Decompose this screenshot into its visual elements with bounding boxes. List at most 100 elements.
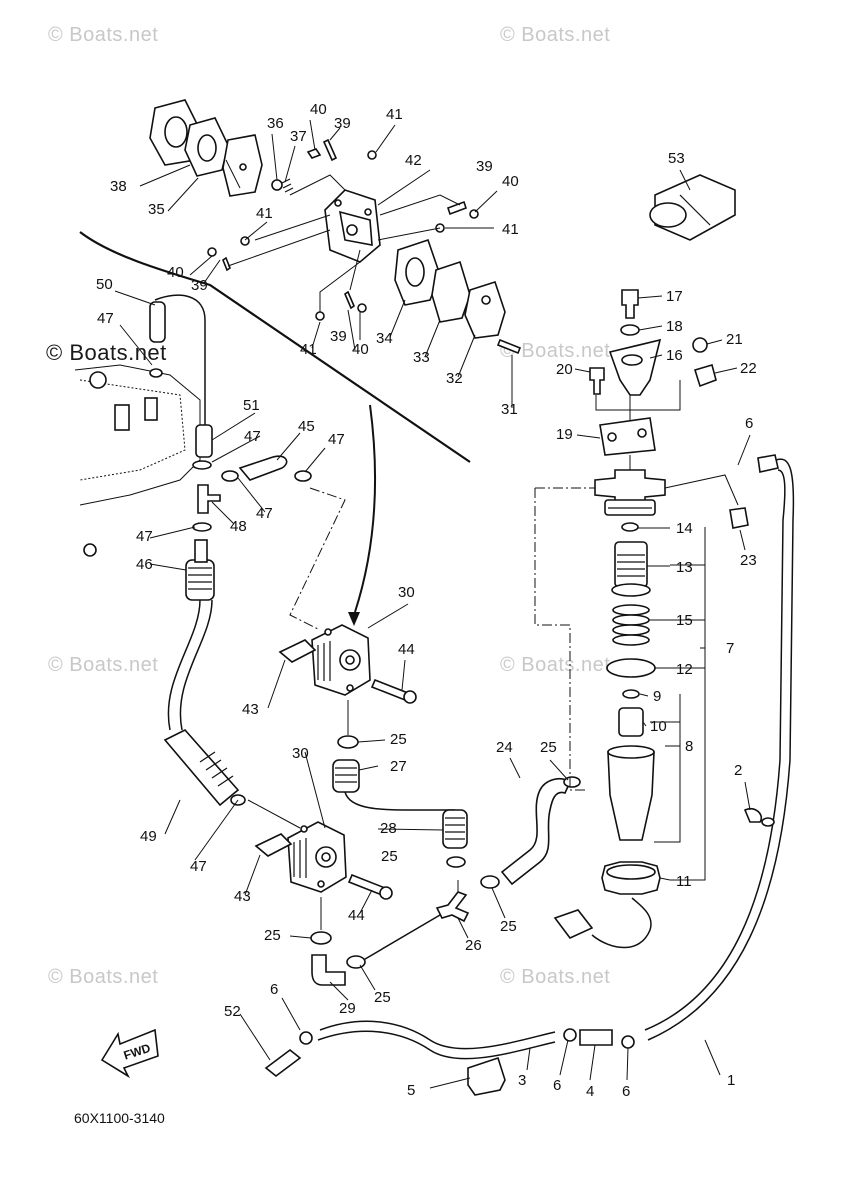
callout: 47 <box>190 858 207 875</box>
callout: 35 <box>148 201 165 218</box>
part-5-holder <box>467 1056 506 1096</box>
callout: 7 <box>726 640 734 657</box>
part-33-diaphragm <box>431 260 471 323</box>
filter-head <box>594 469 666 506</box>
callout: 17 <box>666 288 683 305</box>
callout: 31 <box>501 401 518 418</box>
callout: 51 <box>243 397 260 414</box>
part-13-element <box>611 541 651 597</box>
watermark-engine-label: © Boats.net <box>46 340 167 365</box>
part-6-clamp-right <box>621 1035 635 1049</box>
part-23-grommet <box>729 507 749 529</box>
water-sensor <box>553 909 594 939</box>
callout: 11 <box>676 873 692 890</box>
callout: 9 <box>653 688 661 705</box>
part-30-fuel-pump-lower <box>287 821 347 893</box>
callout: 53 <box>668 150 685 167</box>
callout: 49 <box>140 828 157 845</box>
part-12-o-ring <box>606 658 656 678</box>
part-53-cover <box>649 174 736 241</box>
callout: 47 <box>256 505 273 522</box>
callout: 41 <box>502 221 519 238</box>
callout: 6 <box>553 1077 561 1094</box>
callout: 47 <box>97 310 114 327</box>
callout: 41 <box>256 205 273 222</box>
part-51-hose-end <box>195 424 213 458</box>
callout: 15 <box>676 612 693 629</box>
part-25-clamp-e <box>480 875 500 889</box>
part-26-joint <box>435 880 470 923</box>
part-35-diaphragm <box>222 134 263 197</box>
callout: 40 <box>352 341 369 358</box>
callout: 2 <box>734 762 742 779</box>
callout: 47 <box>328 431 345 448</box>
callout: 32 <box>446 370 463 387</box>
callout: 36 <box>267 115 284 132</box>
part-48-joint <box>197 484 221 514</box>
part-39-clip-left <box>222 256 231 272</box>
part-24-hose <box>500 778 572 886</box>
callout: 39 <box>334 115 351 132</box>
callout: 30 <box>292 745 309 762</box>
part-40-screw-bottom <box>357 303 367 313</box>
callout: 12 <box>676 661 693 678</box>
part-6-clamp-mid <box>563 1028 577 1042</box>
part-41-nut-bottom <box>315 311 325 321</box>
callout: 39 <box>476 158 493 175</box>
callout: 25 <box>390 731 407 748</box>
part-28-hose <box>442 809 468 849</box>
watermark-bottom-left: © Boats.net <box>48 966 159 988</box>
callout: 43 <box>242 701 259 718</box>
callout: 16 <box>666 347 683 364</box>
callout: 29 <box>339 1000 356 1017</box>
part-40-screw-top <box>306 148 322 159</box>
callout: 38 <box>110 178 127 195</box>
callout: 10 <box>650 718 667 735</box>
callout: 27 <box>390 758 407 775</box>
watermark-bottom-right: © Boats.net <box>500 966 611 988</box>
part-49-hose <box>163 729 240 807</box>
part-4-connector <box>579 1029 613 1046</box>
part-32-cover <box>464 280 506 339</box>
part-27-hose <box>332 759 360 793</box>
callout: 25 <box>500 918 517 935</box>
part-39-clip-bottom <box>344 290 355 310</box>
part-6-clamp-top <box>757 454 779 473</box>
callout: 18 <box>666 318 683 335</box>
callout: 46 <box>136 556 153 573</box>
callout: 19 <box>556 426 573 443</box>
part-2-clip <box>743 807 763 823</box>
callout: 21 <box>726 331 743 348</box>
part-17-bolt <box>621 289 639 319</box>
part-16-bracket <box>608 338 662 396</box>
watermark-mid-center: © Boats.net <box>500 340 611 362</box>
part-22-grommet <box>693 364 717 388</box>
callout: 33 <box>413 349 430 366</box>
watermark-top-right: © Boats.net <box>500 24 611 46</box>
part-19-bracket <box>599 417 656 456</box>
part-25-clamp-c <box>310 931 332 945</box>
callout: 6 <box>745 415 753 432</box>
callout: 1 <box>727 1072 735 1089</box>
part-45-hose <box>238 455 288 481</box>
callout: 14 <box>676 520 693 537</box>
left-hose-group <box>149 294 346 829</box>
part-31-screw <box>496 338 522 355</box>
part-36-washer <box>271 179 283 191</box>
part-37-spring <box>281 178 294 193</box>
part-20-bolt <box>589 367 605 395</box>
callout: 4 <box>586 1083 594 1100</box>
callout: 30 <box>398 584 415 601</box>
fwd-arrow: FWD <box>100 1028 159 1079</box>
callout: 5 <box>407 1082 415 1099</box>
part-46-hose <box>185 539 215 601</box>
callout: 43 <box>234 888 251 905</box>
part-30-fuel-pump-upper <box>311 624 371 696</box>
part-47-clamp-d <box>294 470 312 482</box>
part-42-pump-body <box>324 189 381 263</box>
callout: 13 <box>676 559 693 576</box>
callout: 23 <box>740 552 757 569</box>
callout: 44 <box>398 641 415 658</box>
callout: 22 <box>740 360 757 377</box>
